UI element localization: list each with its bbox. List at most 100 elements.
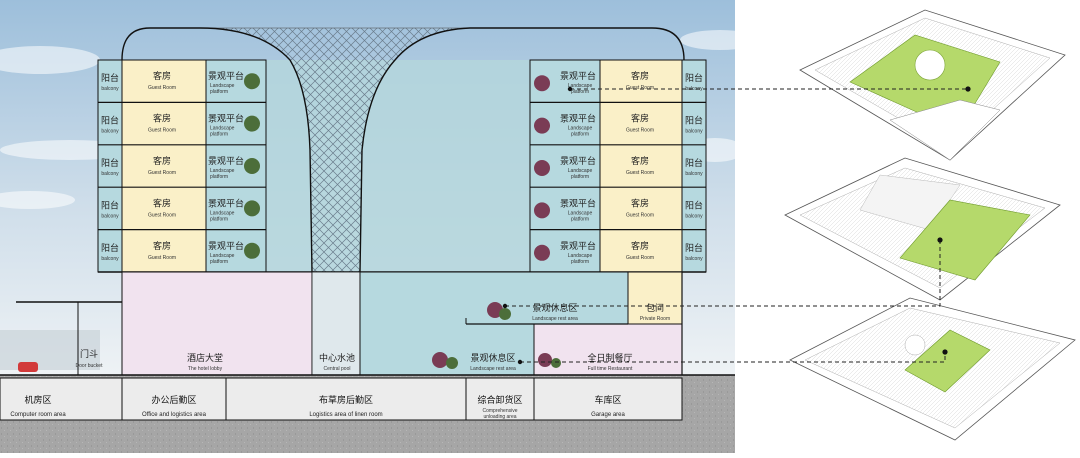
- platform-right-zh: 景观平台: [560, 113, 596, 124]
- balcony-right-en: balcony: [685, 129, 703, 135]
- tree-icon: [244, 242, 260, 259]
- plan-bottom: [789, 297, 1076, 441]
- platform-left-en2: platform: [210, 89, 228, 95]
- tree-icon: [244, 200, 260, 217]
- balcony-left-zh: 阳台: [101, 72, 119, 83]
- roof-outline: [121, 27, 685, 273]
- platform-left-zh: 景观平台: [208, 113, 244, 124]
- guest-room-right-zh: 客房: [631, 113, 649, 124]
- balcony-right-en: balcony: [685, 86, 703, 92]
- landscape-rest-en: Landscape rest area: [532, 316, 578, 322]
- balcony-left-en: balcony: [101, 86, 119, 92]
- platform-right-en2: platform: [571, 216, 589, 222]
- guest-room-left-zh: 客房: [153, 197, 171, 208]
- landscape-rest-zh: 景观休息区: [532, 302, 577, 313]
- balcony-left-zh: 阳台: [101, 242, 119, 253]
- tree-icon: [534, 202, 550, 219]
- balcony-right-en: balcony: [685, 213, 703, 219]
- platform-right-en2: platform: [571, 174, 589, 180]
- balcony-right-zh: 阳台: [685, 115, 703, 126]
- balcony-right-en: balcony: [685, 256, 703, 262]
- balcony-right-zh: 阳台: [685, 72, 703, 83]
- guest-room-right-zh: 客房: [631, 197, 649, 208]
- plan-top: [799, 9, 1066, 161]
- balcony-left-zh: 阳台: [101, 199, 119, 210]
- central-pool-en: Central pool: [324, 366, 351, 372]
- guest-room-right-en: Guest Room: [626, 85, 654, 91]
- platform-right-en2: platform: [571, 89, 589, 95]
- platform-left-en2: platform: [210, 174, 228, 180]
- guest-room-left-en: Guest Room: [148, 255, 176, 261]
- underground-1-en: Office and logistics area: [142, 412, 207, 418]
- balcony-right-zh: 阳台: [685, 157, 703, 168]
- platform-left-zh: 景观平台: [208, 155, 244, 166]
- guest-room-right-zh: 客房: [631, 155, 649, 166]
- guest-room-left-en: Guest Room: [148, 170, 176, 176]
- platform-left-en2: platform: [210, 259, 228, 265]
- axonometric-plans: [784, 9, 1076, 441]
- platform-left-en2: platform: [210, 132, 228, 138]
- underground-0-en: Computer room area: [10, 412, 66, 418]
- guest-room-left-zh: 客房: [153, 155, 171, 166]
- platform-right-en1: Landscape: [568, 210, 593, 216]
- platform-left-en2: platform: [210, 216, 228, 222]
- underground-level: [0, 377, 683, 421]
- leader-lines: [505, 88, 968, 363]
- platform-right-en2: platform: [571, 132, 589, 138]
- platform-left-en1: Landscape: [210, 253, 235, 259]
- left-tower: [97, 59, 267, 273]
- tree-icon: [244, 115, 260, 132]
- guest-room-left-zh: 客房: [153, 70, 171, 81]
- right-tower: [529, 59, 707, 273]
- platform-right-zh: 景观平台: [560, 240, 596, 251]
- underground-3-en: Comprehensive: [482, 408, 517, 414]
- platform-left-zh: 景观平台: [208, 240, 244, 251]
- underground-4-en: Garage area: [591, 412, 625, 418]
- restaurant-en: Full time Restaurant: [588, 366, 633, 372]
- guest-room-right-en: Guest Room: [626, 128, 654, 134]
- car-icon: [18, 362, 38, 372]
- private-room-zh: 包间: [646, 302, 664, 313]
- central-pool-zh: 中心水池: [319, 352, 355, 363]
- platform-left-en1: Landscape: [210, 83, 235, 89]
- guest-room-left-zh: 客房: [153, 240, 171, 251]
- underground-0-zh: 机房区: [24, 394, 51, 405]
- underground-2-zh: 布草房后勤区: [319, 394, 373, 405]
- underground-3-zh: 综合卸货区: [477, 394, 522, 405]
- balcony-right-en: balcony: [685, 171, 703, 177]
- platform-left-en1: Landscape: [210, 126, 235, 132]
- door-bucket-zh: 门斗: [80, 348, 98, 359]
- platform-right-en1: Landscape: [568, 253, 593, 259]
- podium: [121, 271, 683, 376]
- guest-room-left-en: Guest Room: [148, 212, 176, 218]
- tree-icon: [534, 244, 550, 261]
- platform-left-zh: 景观平台: [208, 197, 244, 208]
- tree-icon: [244, 158, 260, 174]
- tree-icon: [534, 117, 550, 134]
- platform-right-en1: Landscape: [568, 126, 593, 132]
- platform-right-zh: 景观平台: [560, 70, 596, 81]
- platform-left-en1: Landscape: [210, 210, 235, 216]
- guest-room-left-en: Guest Room: [148, 85, 176, 91]
- balcony-left-zh: 阳台: [101, 115, 119, 126]
- tree-icon: [534, 160, 550, 176]
- hotel-lobby-en: The hotel lobby: [188, 366, 223, 372]
- platform-right-zh: 景观平台: [560, 197, 596, 208]
- underground-1-zh: 办公后勤区: [151, 394, 196, 405]
- balcony-left-en: balcony: [101, 171, 119, 177]
- balcony-left-en: balcony: [101, 213, 119, 219]
- hotel-lobby-zh: 酒店大堂: [187, 352, 223, 363]
- platform-left-zh: 景观平台: [208, 70, 244, 81]
- underground-3-en2: unloading area: [483, 414, 516, 420]
- guest-room-left-zh: 客房: [153, 113, 171, 124]
- restaurant-zh: 全日制餐厅: [587, 352, 632, 363]
- tree-icon: [534, 75, 550, 92]
- guest-room-right-zh: 客房: [631, 70, 649, 81]
- platform-right-zh: 景观平台: [560, 155, 596, 166]
- balcony-left-en: balcony: [101, 256, 119, 262]
- underground-2-en: Logistics area of linen room: [309, 412, 382, 418]
- plan-middle: [784, 157, 1061, 301]
- guest-room-right-en: Guest Room: [626, 255, 654, 261]
